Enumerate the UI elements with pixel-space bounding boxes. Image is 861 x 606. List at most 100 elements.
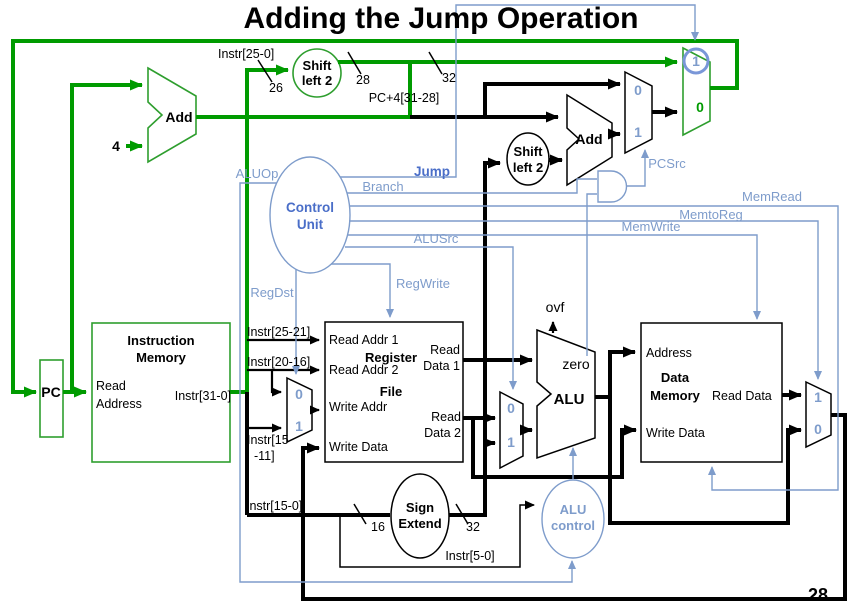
imem-title-line1: Instruction xyxy=(127,333,194,348)
branch-adder-label: Add xyxy=(575,131,602,147)
control-wires xyxy=(239,4,839,583)
pcsrc-mux-input-1: 1 xyxy=(634,124,642,140)
dm-write-data-label: Write Data xyxy=(646,426,705,440)
label-width-32-se: 32 xyxy=(466,520,480,534)
regdst-mux-input-1: 1 xyxy=(295,418,303,434)
shift1-label-line1: Shift xyxy=(303,58,333,73)
pc-box xyxy=(39,359,64,438)
wire-branch-signal xyxy=(347,178,597,194)
memtoreg-mux xyxy=(805,380,832,449)
alu-shape xyxy=(536,328,596,460)
label-instr-15-11-line2: -11] xyxy=(254,449,275,463)
jump-input-highlight-circle xyxy=(682,47,710,75)
green-wires xyxy=(11,39,739,398)
register-file-box xyxy=(324,321,464,463)
rf-write-data: Write Data xyxy=(329,440,388,454)
wire-jump-signal xyxy=(340,4,699,178)
label-instr-20-16: Instr[20-16] xyxy=(247,355,310,369)
memtoreg-mux-input-0: 0 xyxy=(814,421,822,437)
regdst-mux xyxy=(286,376,313,444)
dm-read-data-label: Read Data xyxy=(712,389,772,403)
width-slash-32-se xyxy=(455,503,469,525)
signal-jump: Jump xyxy=(414,164,450,179)
black-wires xyxy=(245,51,847,601)
rf-read-data-1-line2: Data 1 xyxy=(423,359,460,373)
label-width-28: 28 xyxy=(356,73,370,87)
wire-new-pc-feedback xyxy=(11,39,739,398)
control-unit-circle xyxy=(269,156,351,274)
label-instr-25-0: Instr[25-0] xyxy=(218,47,274,61)
wire-writeback xyxy=(301,413,847,601)
imem-read-label: Read xyxy=(96,379,126,393)
wire-pc-to-adder xyxy=(70,79,143,392)
pc-adder-label: Add xyxy=(165,109,192,125)
label-width-32-jump: 32 xyxy=(442,71,456,85)
wire-pc4-to-pcsrc-mux xyxy=(483,78,621,117)
label-pc4-31-28: PC+4[31-28] xyxy=(369,91,440,105)
data-memory-box xyxy=(640,322,783,463)
width-slash-32-jump xyxy=(428,51,443,75)
alu-control-circle xyxy=(541,479,605,559)
signal-branch: Branch xyxy=(362,179,403,194)
alusrc-mux-input-1: 1 xyxy=(507,434,515,450)
shift2-label-line1: Shift xyxy=(514,144,544,159)
jump-mux-input-1: 1 xyxy=(692,53,700,69)
alusrc-mux xyxy=(499,390,524,470)
pcsrc-mux xyxy=(624,70,653,155)
control-unit-label-line1: Control xyxy=(286,200,334,215)
wire-zero-flag xyxy=(586,193,597,356)
label-width-16: 16 xyxy=(371,520,385,534)
sign-extend-label-line2: Extend xyxy=(398,516,441,531)
wire-and-to-pcsrc-mux xyxy=(627,149,649,187)
wire-regwrite-signal xyxy=(331,263,394,318)
shift-left-2-branch-circle xyxy=(506,132,550,186)
alu-zero-label: zero xyxy=(562,356,589,372)
regdst-mux-input-0: 0 xyxy=(295,386,303,402)
wire-instr-20-16-to-mux xyxy=(270,370,282,397)
wire-signext-to-shift2 xyxy=(483,157,501,515)
signal-aluop: ALUOp xyxy=(236,166,279,181)
label-instr-15-11-line1: Instr[15 xyxy=(247,433,289,447)
shift2-label-line2: left 2 xyxy=(513,160,543,175)
label-instr-5-0: Instr[5-0] xyxy=(445,549,494,563)
width-slash-28 xyxy=(347,51,362,75)
wire-alusrc-signal xyxy=(345,246,517,390)
shift-left-2-jump-circle xyxy=(292,48,342,98)
label-instr-15-0: Instr[15-0] xyxy=(246,499,302,513)
rf-read-addr-2: Read Addr 2 xyxy=(329,363,399,377)
text-labels: Adding the Jump Operation 28 Instr[25-0]… xyxy=(41,2,828,605)
label-instr-25-21: Instr[25-21] xyxy=(247,325,310,339)
shift1-label-line2: left 2 xyxy=(302,73,332,88)
signal-pcsrc: PCSrc xyxy=(648,156,686,171)
wire-instr-25-0 xyxy=(230,64,289,394)
wire-instr-5-0 xyxy=(339,500,535,568)
imem-title-line2: Memory xyxy=(136,350,187,365)
rf-read-data-2-line2: Data 2 xyxy=(424,426,461,440)
imem-address-label: Address xyxy=(96,397,142,411)
and-gate xyxy=(597,170,628,203)
wire-memtoreg-signal xyxy=(349,220,822,380)
page-number: 28 xyxy=(808,585,828,605)
rf-write-addr: Write Addr xyxy=(329,400,387,414)
rf-read-addr-1: Read Addr 1 xyxy=(329,333,399,347)
signal-regdst: RegDst xyxy=(250,285,294,300)
constant-four: 4 xyxy=(112,138,120,154)
alu-ovf-label: ovf xyxy=(546,299,565,315)
label-width-26: 26 xyxy=(269,81,283,95)
wire-memwrite-signal xyxy=(347,234,761,320)
rf-read-data-2-line1: Read xyxy=(431,410,461,424)
control-unit-label-line2: Unit xyxy=(297,217,324,232)
wire-alu-to-wb-mux xyxy=(608,397,802,525)
sign-extend-label-line1: Sign xyxy=(406,500,434,515)
component-shapes xyxy=(39,46,832,559)
pcsrc-mux-input-0: 0 xyxy=(634,82,642,98)
rf-read-data-1-line1: Read xyxy=(430,343,460,357)
jump-mux-input-0: 0 xyxy=(696,99,704,115)
width-slash-16 xyxy=(353,503,367,525)
rf-register-label: Register xyxy=(365,350,417,365)
signal-memtoreg: MemtoReg xyxy=(679,207,743,222)
alu-control-label-line2: control xyxy=(551,518,595,533)
wire-alu-to-address xyxy=(608,346,636,397)
